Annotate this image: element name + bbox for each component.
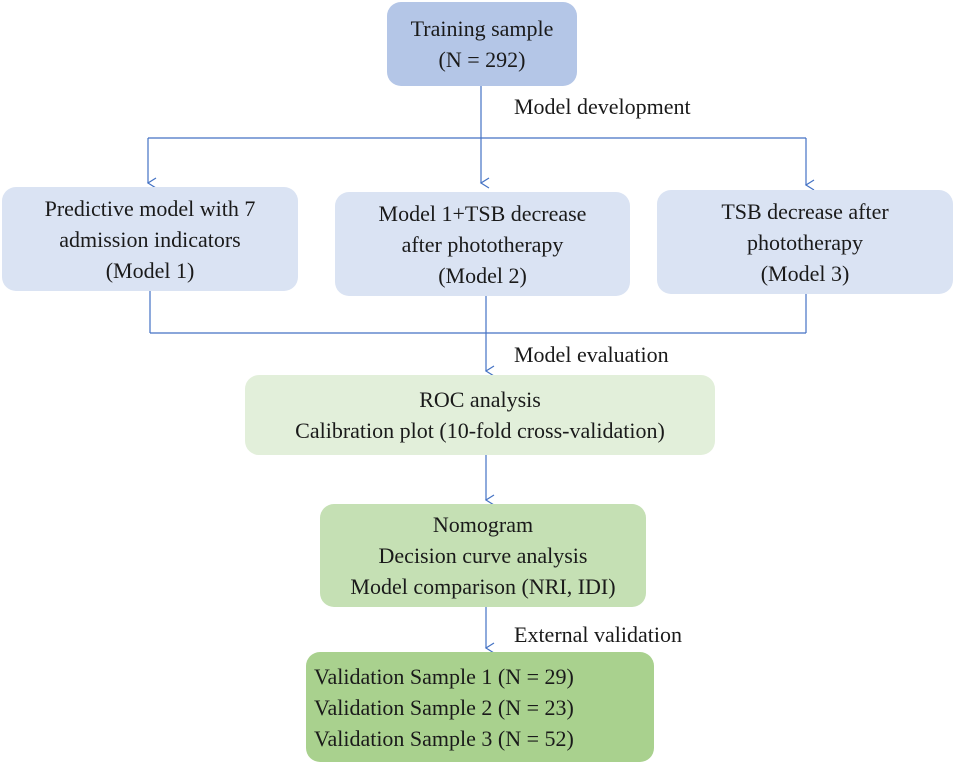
model-3-line-2: phototherapy xyxy=(746,229,864,255)
model-2-line-2: after phototherapy xyxy=(401,231,564,257)
analysis-line-3: Model comparison (NRI, IDI) xyxy=(350,574,616,599)
model-2-line-3: (Model 2) xyxy=(438,262,527,288)
model-1-line-2: admission indicators xyxy=(59,226,241,252)
model-3-box: TSB decrease after phototherapy (Model 3… xyxy=(657,190,953,294)
model-2-box: Model 1+TSB decrease after phototherapy … xyxy=(335,192,630,296)
model-3-line-1: TSB decrease after xyxy=(721,198,889,224)
evaluation-line-1: ROC analysis xyxy=(419,387,541,412)
model-1-line-3: (Model 1) xyxy=(105,257,195,283)
validation-sample-3: Validation Sample 3 (N = 52) xyxy=(314,725,574,751)
evaluation-box: ROC analysis Calibration plot (10-fold c… xyxy=(245,375,715,455)
label-external-validation: External validation xyxy=(514,622,682,647)
analysis-line-2: Decision curve analysis xyxy=(378,543,588,568)
validation-sample-2: Validation Sample 2 (N = 23) xyxy=(314,694,574,720)
analysis-line-1: Nomogram xyxy=(432,512,534,537)
training-sample-box: Training sample (N = 292) xyxy=(387,2,577,86)
training-sample-title: Training sample xyxy=(410,16,554,41)
model-2-line-1: Model 1+TSB decrease xyxy=(378,200,587,226)
model-3-line-3: (Model 3) xyxy=(760,260,850,286)
validation-sample-1: Validation Sample 1 (N = 29) xyxy=(314,663,574,689)
model-1-line-1: Predictive model with 7 xyxy=(44,195,256,221)
label-model-development: Model development xyxy=(514,94,691,119)
validation-box: Validation Sample 1 (N = 29) Validation … xyxy=(306,652,654,762)
model-1-box: Predictive model with 7 admission indica… xyxy=(2,187,298,291)
training-sample-count: (N = 292) xyxy=(438,47,526,72)
evaluation-line-2: Calibration plot (10-fold cross-validati… xyxy=(295,418,665,443)
analysis-box: Nomogram Decision curve analysis Model c… xyxy=(320,504,646,607)
label-model-evaluation: Model evaluation xyxy=(514,342,669,367)
